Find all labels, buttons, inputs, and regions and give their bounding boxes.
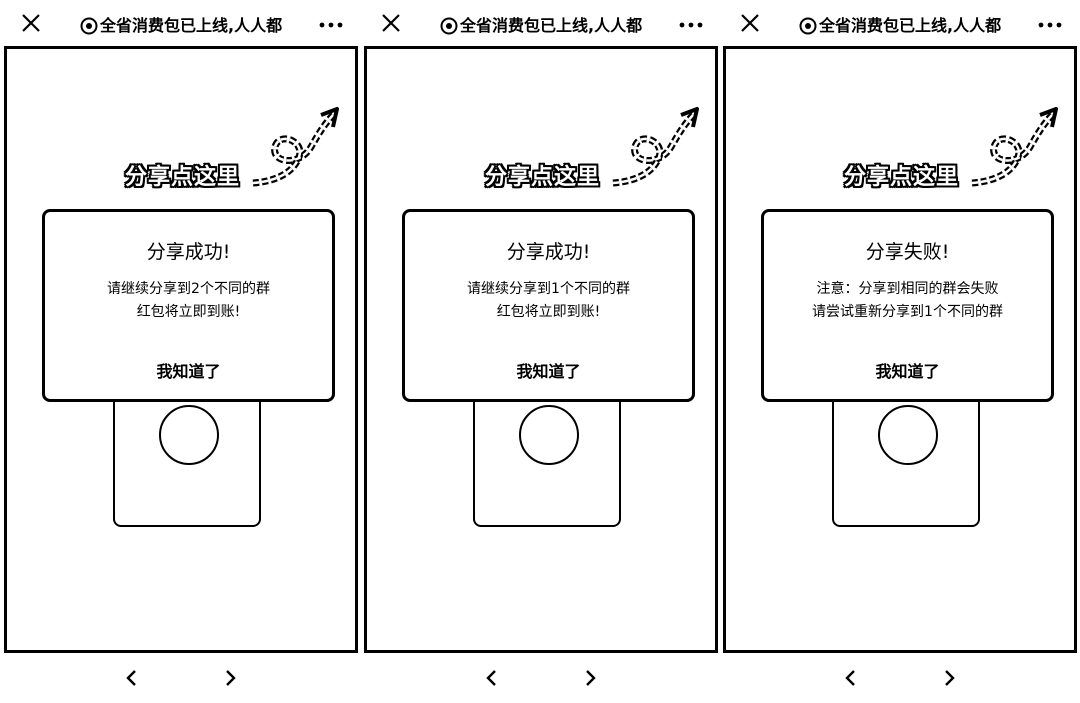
dialog-message: 请继续分享到2个不同的群 红包将立即到账! <box>45 278 332 324</box>
more-dots-icon[interactable] <box>676 16 706 34</box>
background-card <box>113 389 261 527</box>
close-icon[interactable] <box>20 12 42 34</box>
page-title-text: 全省消费包已上线,人人都 <box>819 16 1002 35</box>
page-title: 全省消费包已上线,人人都 <box>799 14 1004 38</box>
webview-frame: 分享点这里 分享成功! 请继续分享到2个不同的群 红包将立即到账! 我知道了 <box>4 46 358 653</box>
webview-frame: 分享点这里 分享成功! 请继续分享到1个不同的群 红包将立即到账! 我知道了 <box>364 46 718 653</box>
phone-panel-2: 全省消费包已上线,人人都 分享点这里 分享成功! 请继续分享到1个不同的群 红包… <box>360 0 718 703</box>
dialog-title: 分享成功! <box>146 241 231 263</box>
circle-placeholder <box>519 405 579 465</box>
chevron-left-icon[interactable] <box>839 666 863 690</box>
dialog-line-2: 请尝试重新分享到1个不同的群 <box>812 304 1003 320</box>
swirl-arrow-icon <box>612 107 699 187</box>
top-bar: 全省消费包已上线,人人都 <box>360 0 718 48</box>
share-result-dialog: 分享失败! 注意：分享到相同的群会失败 请尝试重新分享到1个不同的群 我知道了 <box>761 209 1054 402</box>
share-here-label: 分享点这里 <box>125 165 241 190</box>
dialog-line-2: 红包将立即到账! <box>496 304 601 320</box>
dialog-line-1: 请继续分享到1个不同的群 <box>467 281 630 297</box>
chevron-right-icon[interactable] <box>218 666 242 690</box>
dialog-message: 注意：分享到相同的群会失败 请尝试重新分享到1个不同的群 <box>764 278 1051 324</box>
circle-placeholder <box>878 405 938 465</box>
phone-panel-1: 全省消费包已上线,人人都 分享点这里 分享成功! 请继续分享到2个不同的群 红包… <box>0 0 358 703</box>
red-envelope-icon <box>799 17 817 35</box>
swirl-arrow-icon <box>971 107 1058 187</box>
phone-panel-3: 全省消费包已上线,人人都 分享点这里 分享失败! 注意：分享到相同的群会失败 请… <box>719 0 1077 703</box>
close-icon[interactable] <box>380 12 402 34</box>
red-envelope-icon <box>80 17 98 35</box>
bottom-nav <box>0 660 358 696</box>
webview-frame: 分享点这里 分享失败! 注意：分享到相同的群会失败 请尝试重新分享到1个不同的群… <box>723 46 1077 653</box>
dialog-line-1: 注意：分享到相同的群会失败 <box>816 281 999 297</box>
more-dots-icon[interactable] <box>316 16 346 34</box>
got-it-button[interactable]: 我知道了 <box>516 362 581 381</box>
share-here-label: 分享点这里 <box>485 165 601 190</box>
chevron-left-icon[interactable] <box>120 666 144 690</box>
top-bar: 全省消费包已上线,人人都 <box>0 0 358 48</box>
share-here-label: 分享点这里 <box>844 165 960 190</box>
dialog-message: 请继续分享到1个不同的群 红包将立即到账! <box>405 278 692 324</box>
swirl-arrow-icon <box>252 107 339 187</box>
got-it-button[interactable]: 我知道了 <box>875 362 940 381</box>
chevron-left-icon[interactable] <box>480 666 504 690</box>
circle-placeholder <box>159 405 219 465</box>
close-icon[interactable] <box>739 12 761 34</box>
share-result-dialog: 分享成功! 请继续分享到2个不同的群 红包将立即到账! 我知道了 <box>42 209 335 402</box>
chevron-right-icon[interactable] <box>578 666 602 690</box>
dialog-line-1: 请继续分享到2个不同的群 <box>107 281 270 297</box>
bottom-nav <box>360 660 718 696</box>
chevron-right-icon[interactable] <box>937 666 961 690</box>
more-dots-icon[interactable] <box>1035 16 1065 34</box>
background-card <box>832 389 980 527</box>
page-title: 全省消费包已上线,人人都 <box>440 14 645 38</box>
dialog-title: 分享失败! <box>865 241 950 263</box>
page-title: 全省消费包已上线,人人都 <box>80 14 285 38</box>
got-it-button[interactable]: 我知道了 <box>156 362 221 381</box>
background-card <box>473 389 621 527</box>
share-result-dialog: 分享成功! 请继续分享到1个不同的群 红包将立即到账! 我知道了 <box>402 209 695 402</box>
top-bar: 全省消费包已上线,人人都 <box>719 0 1077 48</box>
bottom-nav <box>719 660 1077 696</box>
dialog-title: 分享成功! <box>506 241 591 263</box>
red-envelope-icon <box>440 17 458 35</box>
page-title-text: 全省消费包已上线,人人都 <box>100 16 283 35</box>
page-title-text: 全省消费包已上线,人人都 <box>460 16 643 35</box>
dialog-line-2: 红包将立即到账! <box>136 304 241 320</box>
